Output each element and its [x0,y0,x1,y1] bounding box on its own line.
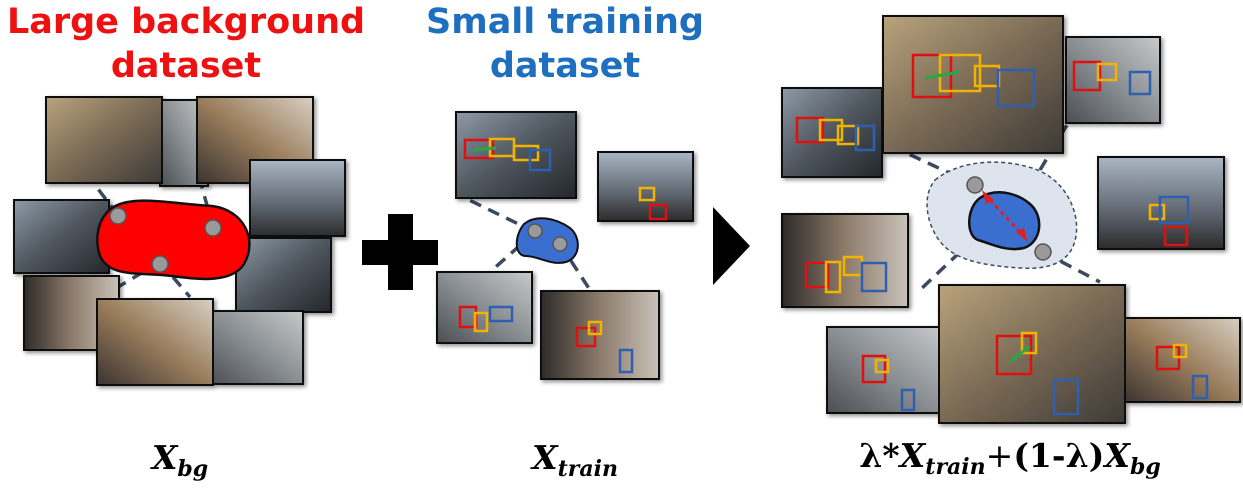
connector-line [899,148,976,187]
formula-background: Xbg [100,438,260,482]
image-thumbnail [436,271,533,344]
image-thumbnail [781,87,883,178]
image-thumbnail [597,151,694,222]
formula-symbol: X [151,438,178,477]
sample-dot [109,207,127,225]
image-thumbnail [207,310,304,385]
background-title-line2: dataset [110,46,262,86]
interpolation-arrowhead [1016,228,1028,242]
connector-line [918,250,962,292]
mix-sample-dots [966,176,1052,261]
image-thumbnail [96,298,214,386]
background-title-line1: Large background [6,2,366,42]
mix-thumbnails [781,15,1241,424]
sample-dot [1034,243,1052,261]
formula-one-minus-lambda: (1-λ) [1013,436,1105,475]
sample-dot [204,219,222,237]
image-thumbnail [455,111,577,199]
formula-symbol: X [899,436,926,475]
training-annotation-boxes [458,137,668,374]
interpolation-arrowhead [982,190,994,204]
sample-dot [527,223,543,239]
formula-subscript: bg [177,456,209,482]
formula-mixed: λ*Xtrain+(1-λ)Xbg [800,436,1220,480]
formula-subscript: train [925,454,986,480]
arrow-right-icon [713,207,750,285]
formula-star: * [882,436,900,475]
image-thumbnail [235,237,332,313]
plus-icon [362,214,438,290]
image-thumbnail [13,199,110,274]
sample-dot [151,255,169,273]
training-title-line2: dataset [489,46,641,86]
training-sample-dots [527,223,568,252]
sample-dot [552,236,568,252]
training-distribution-blob [515,217,579,264]
formula-plus: + [985,436,1014,475]
image-thumbnail [249,159,346,237]
formula-subscript: train [557,456,618,482]
sample-dot [966,176,984,194]
background-thumbnails [13,96,346,386]
mix-annotation-boxes [795,53,1209,416]
background-dataset-title: Large background dataset [0,0,372,88]
training-dataset-title: Small training dataset [415,0,715,88]
image-thumbnail [1123,317,1241,403]
formula-subscript: bg [1129,454,1161,480]
background-sample-dots [109,207,222,273]
formula-symbol: X [1104,436,1130,475]
image-thumbnail [882,15,1064,154]
training-title-line1: Small training [426,2,704,42]
formula-lambda: λ [859,436,883,475]
connector-line [464,196,536,234]
formula-symbol: X [532,438,558,477]
formula-training: Xtrain [490,438,660,482]
image-thumbnail [45,96,163,184]
